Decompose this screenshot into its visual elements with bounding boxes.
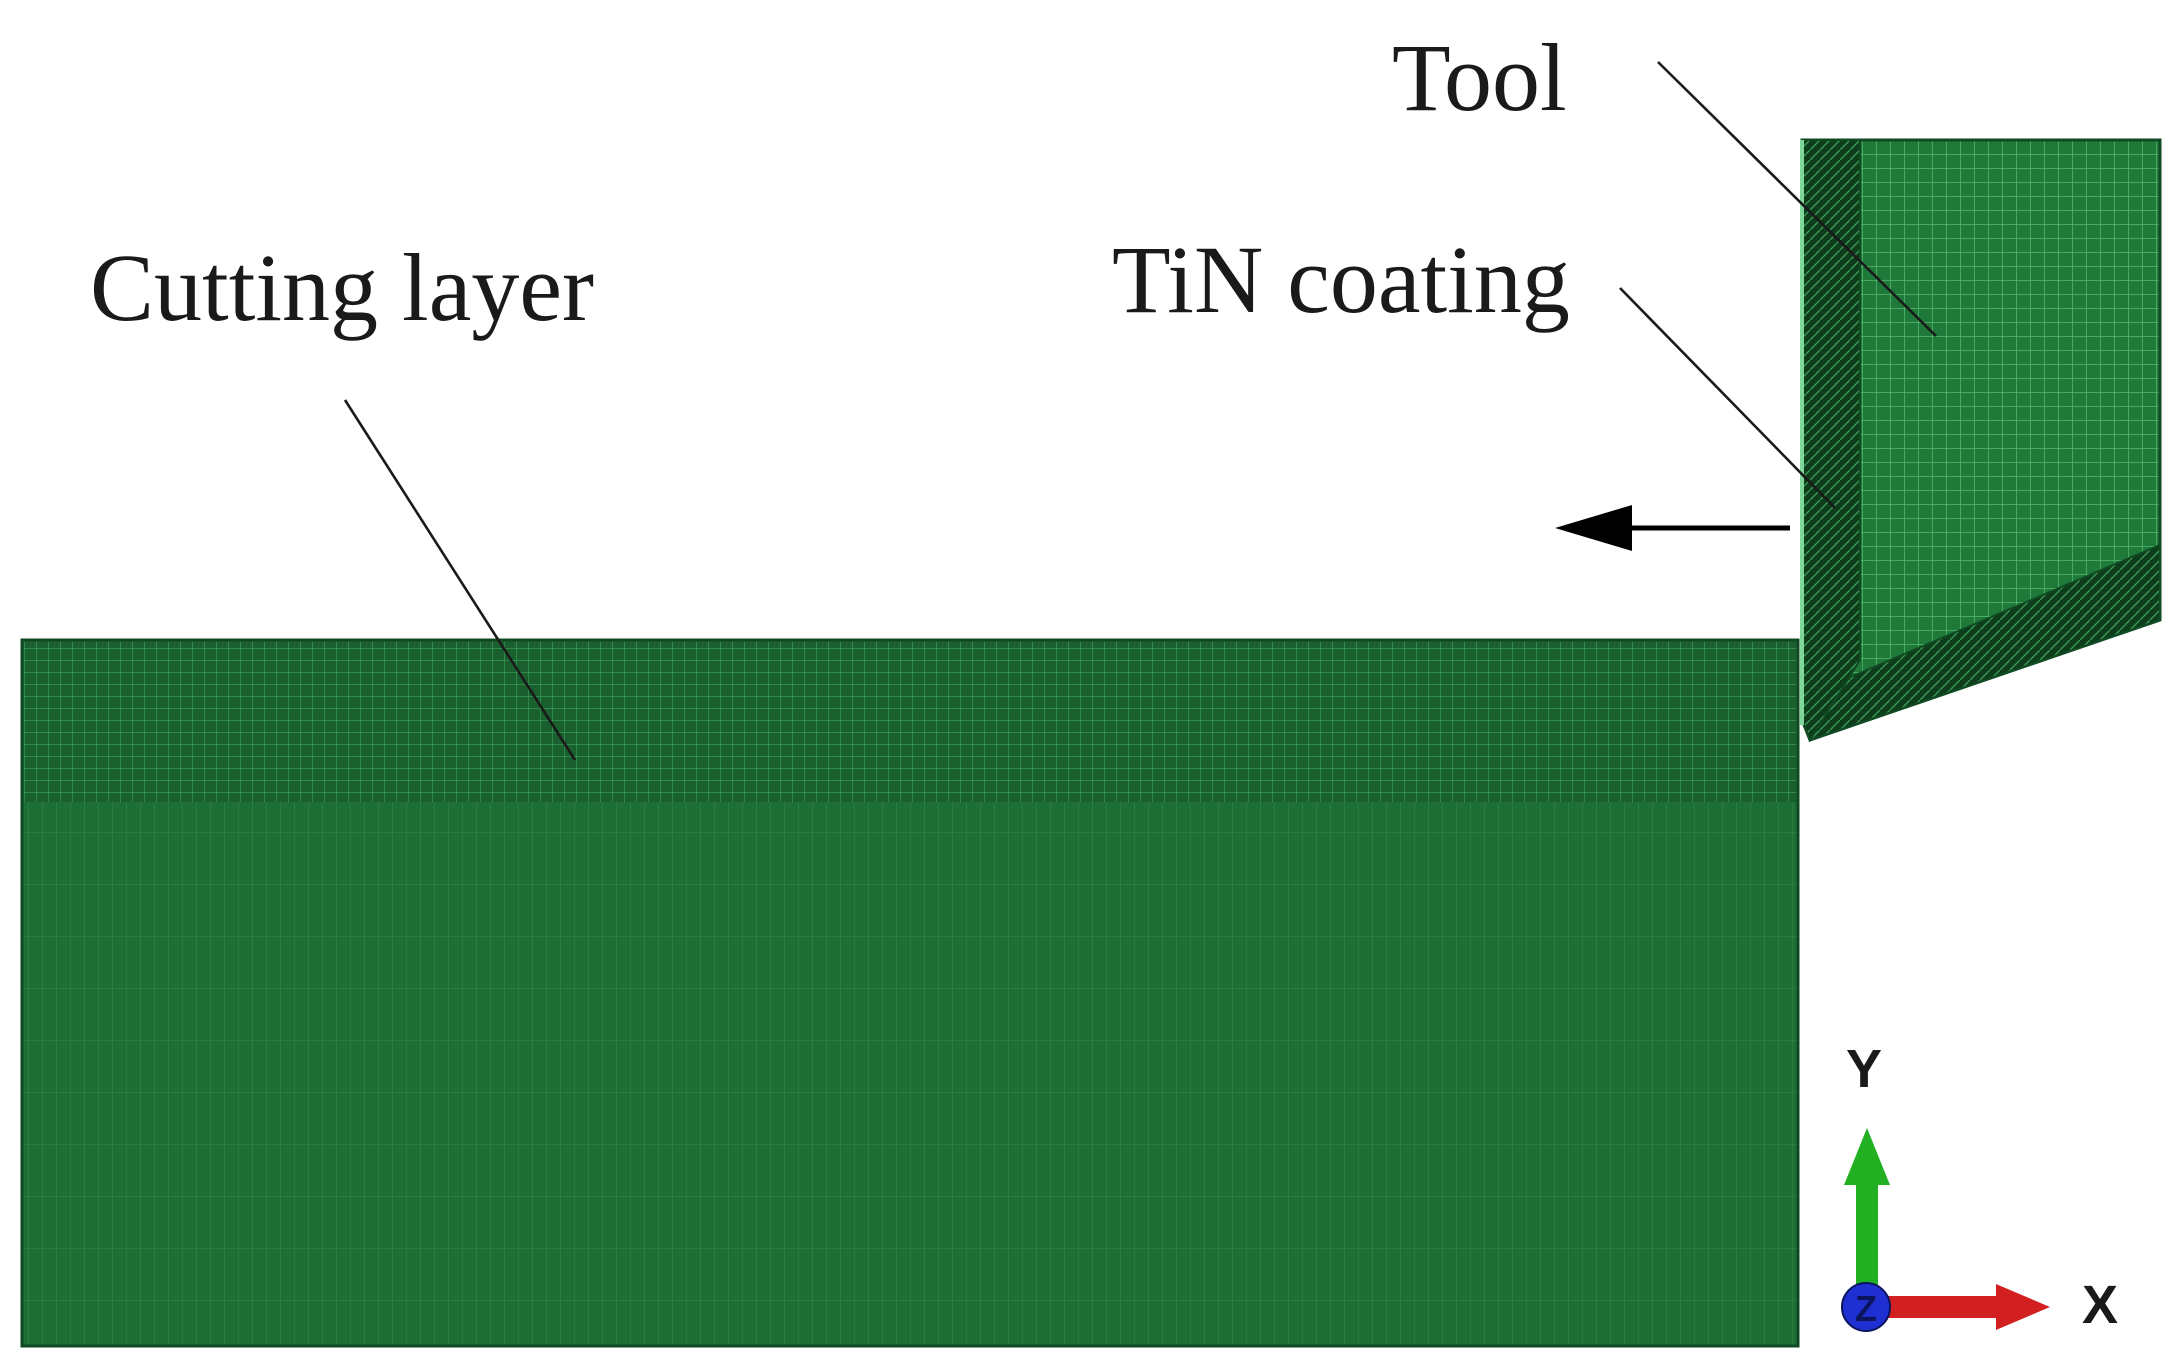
leader-cutting-layer (343, 399, 577, 761)
label-tin-coating: TiN coating (1112, 226, 1570, 333)
axis-z-marker (1841, 1282, 1891, 1332)
arrow-left-icon (1555, 505, 1790, 551)
cutting-layer-mesh (22, 640, 1798, 802)
workpiece (20, 638, 1800, 1348)
leader-coating (1619, 287, 1836, 509)
tool (1800, 138, 2162, 743)
label-cutting-layer: Cutting layer (90, 234, 594, 341)
axis-y-arrowhead (1844, 1128, 1890, 1185)
axis-x-label: X (2082, 1275, 2119, 1335)
axis-y-shaft (1856, 1180, 1878, 1310)
label-tool: Tool (1392, 24, 1567, 131)
axis-x-shaft (1880, 1296, 2000, 1318)
workpiece-outline (20, 638, 1800, 1348)
coordinate-triad-icon: Z (1841, 1128, 2050, 1332)
axis-y-label: Y (1846, 1039, 1883, 1099)
tin-coating-mesh (1801, 139, 1861, 743)
leader-lines (343, 61, 1937, 761)
axis-x-arrowhead (1996, 1284, 2050, 1330)
axis-z-label: Z (1855, 1288, 1877, 1329)
workpiece-bulk-mesh (22, 800, 1798, 1346)
leader-tool (1657, 61, 1937, 337)
